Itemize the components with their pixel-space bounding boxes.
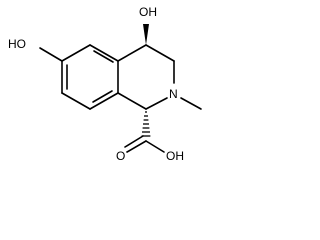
bond-ccooh-o-a <box>126 140 147 153</box>
bond-inner-2 <box>92 90 113 103</box>
bond-c1-c8 <box>117 92 147 110</box>
hashed-bond-c1-cooh <box>141 111 151 137</box>
bond-c6-c7 <box>89 44 119 62</box>
bond-c5-c6 <box>61 44 91 62</box>
bond-c5-oh <box>39 47 63 62</box>
wedge-bond-c4-oh <box>143 24 149 45</box>
label-oh-top: OH <box>139 5 157 19</box>
bond-c9-c10 <box>61 92 91 110</box>
label-cooh-oh: OH <box>166 149 184 163</box>
bond-n-c1 <box>145 97 168 110</box>
label-nitrogen: N <box>169 87 178 101</box>
bond-c7-c4 <box>117 44 147 62</box>
bond-inner-1 <box>93 50 114 63</box>
label-carbonyl-o: O <box>116 149 125 163</box>
bond-group <box>39 44 202 153</box>
molecule-structure: OH HO N OH O <box>8 5 202 163</box>
label-ho-left: HO <box>8 37 26 51</box>
bond-ccooh-o-b <box>124 135 144 148</box>
bond-n-methyl <box>180 97 202 110</box>
bond-ccooh-oh <box>145 140 165 153</box>
bond-c4-c3 <box>145 44 175 62</box>
bond-c8-c9 <box>89 92 119 110</box>
